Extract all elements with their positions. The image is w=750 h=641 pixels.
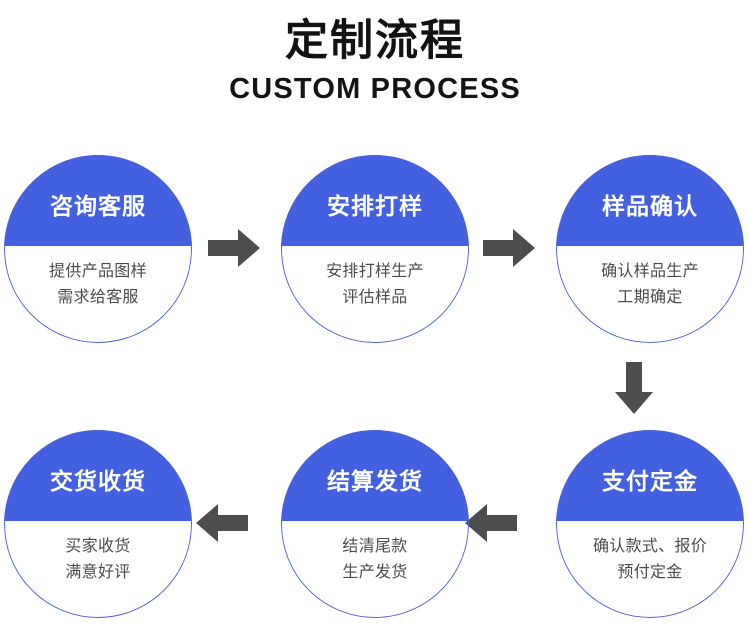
step-6-body: 买家收货 满意好评 [4, 521, 192, 618]
page-title-cn: 定制流程 [285, 16, 465, 66]
step-5-header: 结算发货 [281, 430, 469, 521]
arrow-left-icon [465, 503, 517, 543]
process-step-1: 咨询客服 提供产品图样 需求给客服 [4, 155, 192, 343]
step-4-body: 确认款式、报价 预付定金 [556, 521, 744, 618]
step-1-line-1: 提供产品图样 [49, 261, 147, 280]
step-3-header: 样品确认 [556, 155, 744, 246]
header: 定制流程 CUSTOM PROCESS [0, 16, 750, 106]
step-2-header: 安排打样 [281, 155, 469, 246]
step-6-header: 交货收货 [4, 430, 192, 521]
process-step-3: 样品确认 确认样品生产 工期确定 [556, 155, 744, 343]
step-2-body: 安排打样生产 评估样品 [281, 246, 469, 343]
step-6-line-2: 满意好评 [65, 561, 131, 581]
step-2-line-2: 评估样品 [342, 286, 408, 306]
page-title-en: CUSTOM PROCESS [229, 72, 521, 105]
step-3-line-2: 工期确定 [617, 286, 683, 306]
step-3-title: 样品确认 [602, 194, 698, 220]
process-step-6: 交货收货 买家收货 满意好评 [4, 430, 192, 618]
step-1-title: 咨询客服 [50, 194, 146, 220]
step-1-line-2: 需求给客服 [57, 286, 139, 306]
step-2-title: 安排打样 [327, 194, 423, 220]
step-3-line-1: 确认样品生产 [601, 261, 699, 280]
step-3-body: 确认样品生产 工期确定 [556, 246, 744, 343]
step-1-header: 咨询客服 [4, 155, 192, 246]
arrow-right-icon [483, 228, 535, 268]
arrow-left-icon [196, 503, 248, 543]
step-4-title: 支付定金 [602, 469, 698, 495]
step-4-header: 支付定金 [556, 430, 744, 521]
process-step-5: 结算发货 结清尾款 生产发货 [281, 430, 469, 618]
step-4-line-2: 预付定金 [617, 561, 683, 581]
step-5-line-2: 生产发货 [342, 561, 408, 581]
step-5-body: 结清尾款 生产发货 [281, 521, 469, 618]
arrow-right-icon [208, 228, 260, 268]
arrow-down-icon [614, 362, 654, 414]
step-4-line-1: 确认款式、报价 [592, 536, 708, 555]
step-1-body: 提供产品图样 需求给客服 [4, 246, 192, 343]
process-step-2: 安排打样 安排打样生产 评估样品 [281, 155, 469, 343]
step-6-title: 交货收货 [50, 469, 146, 495]
step-5-line-1: 结清尾款 [342, 536, 408, 555]
process-step-4: 支付定金 确认款式、报价 预付定金 [556, 430, 744, 618]
step-6-line-1: 买家收货 [65, 536, 131, 555]
step-2-line-1: 安排打样生产 [326, 261, 424, 280]
step-5-title: 结算发货 [327, 469, 423, 495]
